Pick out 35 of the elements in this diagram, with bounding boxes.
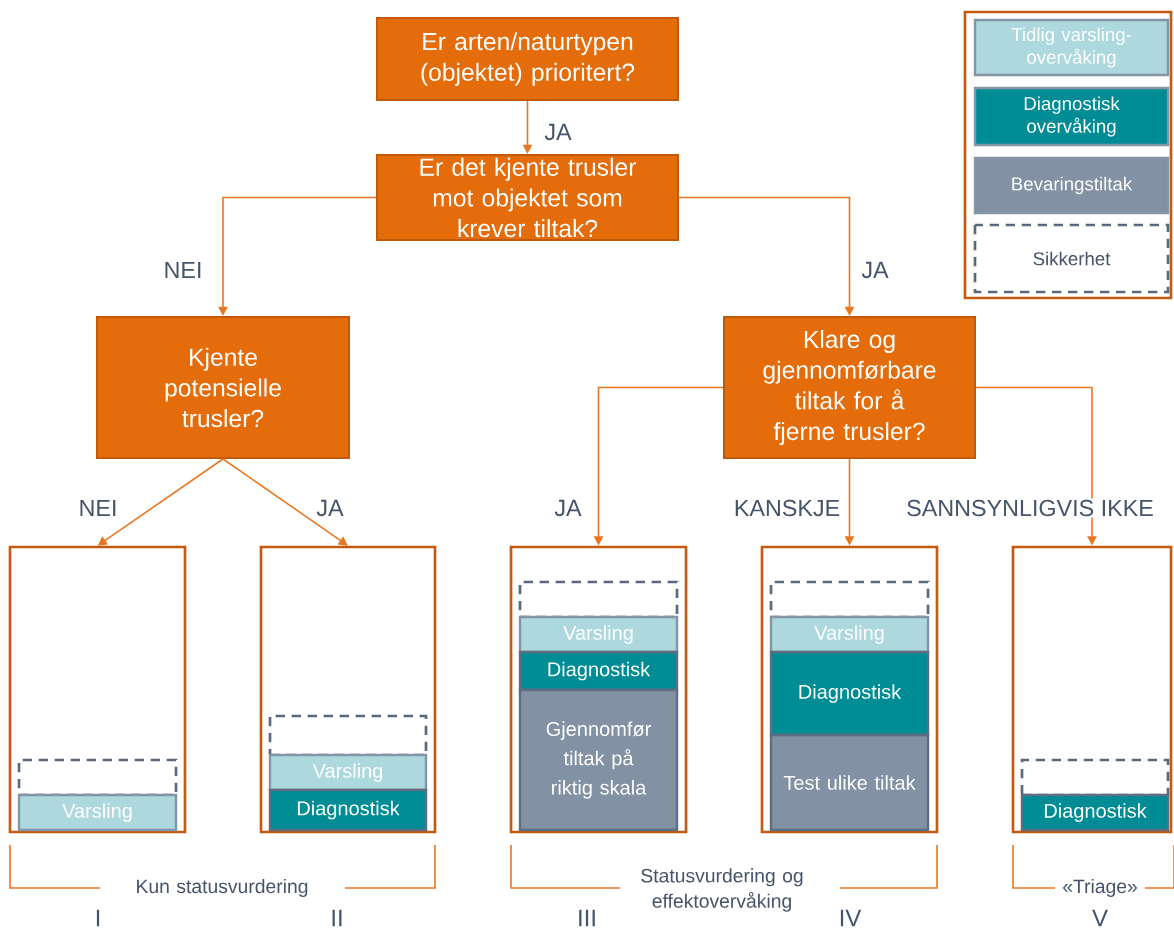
column-number: V bbox=[1092, 909, 1108, 927]
bracket-label: Kun statusvurdering bbox=[137, 879, 308, 897]
diagnostic-bar: Diagnostisk bbox=[518, 650, 679, 692]
varsling-bar: Varsling bbox=[518, 615, 679, 654]
bracket-label: Statusvurdering og effektovervåking bbox=[641, 868, 803, 912]
diagnostic-bar: Diagnostisk bbox=[268, 788, 428, 832]
decision-box: Klare og gjennomførbare tiltak for å fjerne trusler? bbox=[723, 316, 976, 459]
legend-item: Bevaringstiltak bbox=[973, 156, 1170, 215]
varsling-bar: Varsling bbox=[268, 753, 428, 792]
varsling-bar: Varsling bbox=[17, 793, 178, 832]
legend-item: Diagnostisk overvåking bbox=[973, 86, 1170, 147]
edge-label: JA bbox=[315, 498, 345, 518]
arrow bbox=[222, 458, 348, 546]
edge-label: JA bbox=[860, 260, 890, 280]
diagnostic-bar: Diagnostisk bbox=[769, 650, 930, 737]
column-number: II bbox=[332, 909, 342, 927]
bracket-label: «Triage» bbox=[1063, 879, 1137, 897]
column-number: I bbox=[96, 909, 100, 927]
legend-item: Sikkerhet bbox=[973, 223, 1170, 294]
edge-label: JA bbox=[543, 122, 573, 142]
diagnostic-bar: Diagnostisk bbox=[1020, 793, 1170, 832]
decision-box: Kjente potensielle trusler? bbox=[96, 316, 350, 459]
measure-bar: Gjennomfør tiltak på riktig skala bbox=[518, 688, 679, 832]
edge-label: SANNSYNLIGVIS IKKE bbox=[904, 498, 1156, 518]
edge-label: KANSKJE bbox=[732, 498, 842, 518]
decision-box: Er arten/naturtypen (objektet) prioritert? bbox=[376, 17, 679, 101]
legend-item: Tidlig varsling-overvåking bbox=[973, 18, 1170, 77]
edge-label: NEI bbox=[162, 260, 204, 280]
edge-label: NEI bbox=[77, 498, 119, 518]
column-number: III bbox=[579, 909, 595, 927]
edge-label: JA bbox=[553, 498, 583, 518]
measure-bar: Test ulike tiltak bbox=[769, 733, 930, 832]
decision-box: Er det kjente trusler mot objektet som krever tiltak? bbox=[376, 154, 679, 241]
varsling-bar: Varsling bbox=[769, 615, 930, 654]
column-number: IV bbox=[840, 909, 862, 927]
